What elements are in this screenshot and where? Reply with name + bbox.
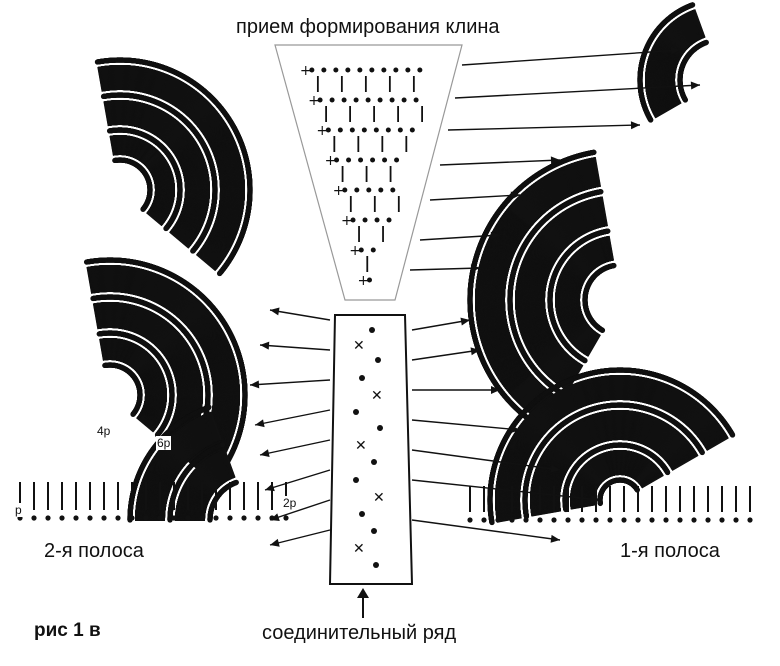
- fan-motifs: [17, 2, 753, 526]
- chain-dot: [190, 248, 196, 254]
- chain-dot: [140, 206, 146, 212]
- chain-dot: [216, 270, 223, 277]
- chain-dot: [163, 225, 169, 232]
- fan-motif: [94, 57, 253, 277]
